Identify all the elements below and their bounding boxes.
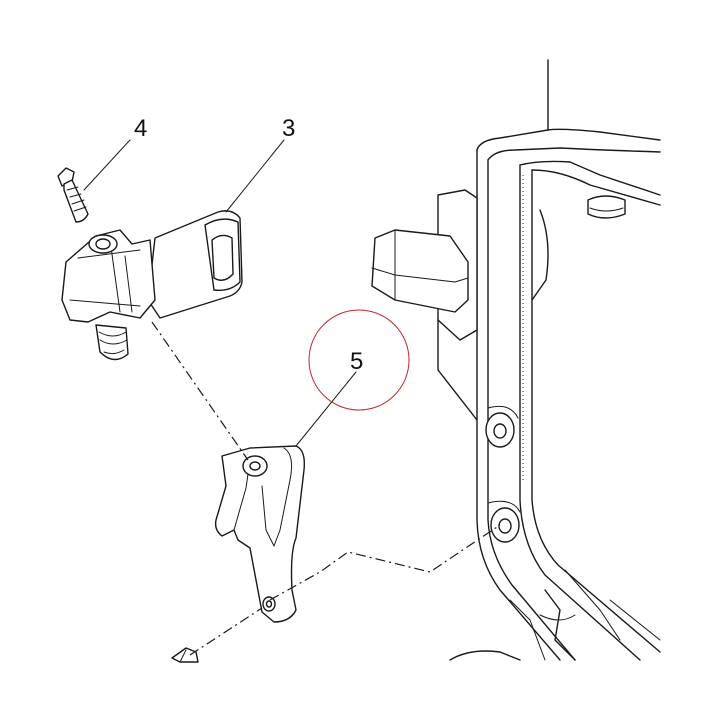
body-frame bbox=[371, 59, 661, 661]
callout-4: 4 bbox=[134, 115, 147, 142]
callout-5: 5 bbox=[350, 348, 363, 375]
callout-5-highlight-circle bbox=[308, 309, 410, 411]
bracket-part-5 bbox=[214, 445, 306, 623]
callout-3: 3 bbox=[282, 115, 295, 142]
bolt-part-4 bbox=[57, 167, 89, 223]
lower-bolt bbox=[171, 647, 199, 663]
leader-lines bbox=[83, 139, 357, 447]
assembly-lines bbox=[151, 321, 501, 656]
sensor-part-3 bbox=[61, 210, 243, 361]
